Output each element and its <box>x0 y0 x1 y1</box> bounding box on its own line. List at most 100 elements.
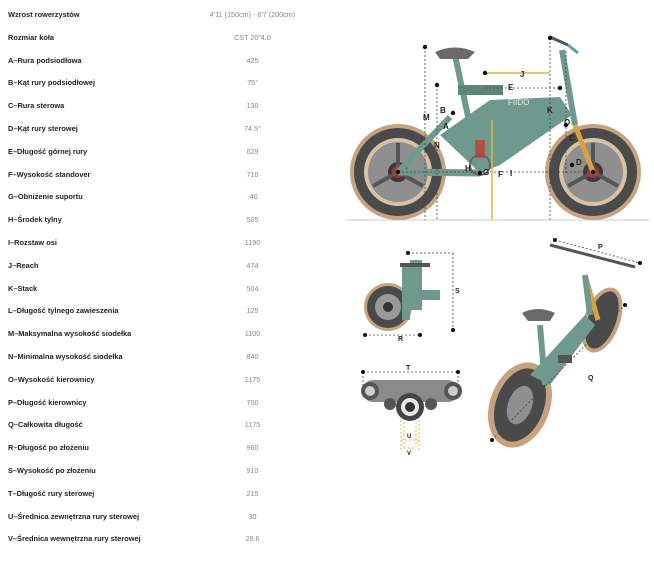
spec-value: 125 <box>246 306 259 316</box>
spec-label: M–Maksymalna wysokość siodełka <box>8 329 132 339</box>
spec-row: Rozmiar koła CST 20"4.0 <box>0 26 340 49</box>
spec-label: P–Długość kierownicy <box>8 397 87 407</box>
spec-value: 130 <box>246 101 259 111</box>
spec-label: B–Kąt rury podsiodłowej <box>8 78 96 88</box>
spec-label: J–Reach <box>8 260 39 270</box>
spec-value: 474 <box>246 260 259 270</box>
dim-label-k: K <box>547 106 553 115</box>
spec-label: H–Środek tylny <box>8 215 62 225</box>
spec-row: K–Stack 504 <box>0 277 340 300</box>
dim-label-o: O <box>564 118 570 127</box>
spec-value: -40 <box>247 192 258 202</box>
bike-frame: FIIDO <box>395 49 596 177</box>
dim-label-r: R <box>398 336 403 343</box>
spec-value: 1190 <box>244 238 261 247</box>
spec-label: C–Rura sterowa <box>8 101 65 111</box>
spec-row: V–Średnica wewnętrzna rury sterowej 28.6 <box>0 527 340 550</box>
spec-value: 4'11 (150cm) - 6'7 (200cm) <box>209 10 296 19</box>
dim-label-c: C <box>569 134 575 143</box>
spec-value: CST 20"4.0 <box>234 32 271 42</box>
spec-label: Wzrost rowerzystów <box>8 10 80 19</box>
dim-label-g: G <box>483 168 489 177</box>
dim-label-h: H <box>465 164 471 173</box>
spec-value: 28.6 <box>245 534 260 544</box>
dim-label-d: D <box>576 158 582 167</box>
spec-row: O–Wysokość kierownicy 1175 <box>0 368 340 391</box>
spec-row: D–Kąt rury sterowej 74.5° <box>0 117 340 140</box>
spec-value: 910 <box>246 466 259 475</box>
spec-row: J–Reach 474 <box>0 254 340 277</box>
spec-value: 504 <box>246 283 259 293</box>
spec-value: 74.5° <box>244 124 261 133</box>
spec-value: 505 <box>246 215 259 225</box>
spec-row: R–Długość po złożeniu 960 <box>0 436 340 459</box>
folded-bike-diagram: R S <box>363 251 460 343</box>
spec-label: V–Średnica wewnętrzna rury sterowej <box>8 534 141 544</box>
spec-label: L–Długość tylnego zawieszenia <box>8 306 119 316</box>
spec-value: 1175 <box>244 420 261 430</box>
dim-label-v: V <box>407 451 411 457</box>
spec-row: F–Wysokość standover 710 <box>0 163 340 186</box>
spec-label: U–Średnica zewnętrzna rury sterowej <box>8 511 140 521</box>
spec-row: L–Długość tylnego zawieszenia 125 <box>0 299 340 322</box>
spec-label: F–Wysokość standover <box>8 169 91 179</box>
measure-points <box>395 35 596 176</box>
spec-row: P–Długość kierownicy 700 <box>0 391 340 414</box>
frame-brand-text: FIIDO <box>508 98 529 107</box>
dim-label-u: U <box>407 434 411 440</box>
spec-row: S–Wysokość po złożeniu 910 <box>0 459 340 482</box>
spec-value: 840 <box>246 352 259 361</box>
spec-row: M–Maksymalna wysokość siodełka 1100 <box>0 322 340 345</box>
dim-label-n: N <box>434 141 440 150</box>
spec-label: N–Minimalna wysokość siodełka <box>8 352 123 361</box>
spec-label: Rozmiar koła <box>8 32 55 42</box>
angled-bike-diagram: P Q <box>488 238 642 448</box>
spec-label: A–Rura podsiodłowa <box>8 55 82 65</box>
spec-row: U–Średnica zewnętrzna rury sterowej 30 <box>0 505 340 528</box>
dim-label-j: J <box>520 70 524 79</box>
spec-label: D–Kąt rury sterowej <box>8 124 78 133</box>
spec-value: 1175 <box>244 374 261 384</box>
spec-label: T–Długość rury sterowej <box>8 488 95 498</box>
main-bike-diagram: FIIDO J E B M A K O C N D H G <box>345 35 650 221</box>
dim-label-e: E <box>508 83 514 92</box>
spec-row: Q–Całkowita długość 1175 <box>0 413 340 436</box>
spec-label: G–Obniżenie suportu <box>8 192 83 202</box>
dim-label-p: P <box>598 244 603 251</box>
spec-row: C–Rura sterowa 130 <box>0 94 340 117</box>
spec-row: B–Kąt rury podsiodłowej 75° <box>0 71 340 94</box>
spec-value: 629 <box>246 146 259 156</box>
dim-label-s: S <box>455 288 460 295</box>
spec-value: 1100 <box>244 329 261 339</box>
spec-value: 960 <box>246 443 259 453</box>
spec-label: R–Długość po złożeniu <box>8 443 89 453</box>
dim-label-m: M <box>423 113 430 122</box>
spec-value: 75° <box>247 78 258 88</box>
spec-row: N–Minimalna wysokość siodełka 840 <box>0 345 340 368</box>
spec-row: G–Obniżenie suportu -40 <box>0 185 340 208</box>
spec-label: S–Wysokość po złożeniu <box>8 466 96 475</box>
headtube-detail-diagram: T U V <box>361 365 462 457</box>
dim-label-b: B <box>440 106 446 115</box>
spec-label: I–Rozstaw osi <box>8 238 57 247</box>
spec-value: 425 <box>246 55 259 65</box>
spec-row: E–Długość górnej rury 629 <box>0 140 340 163</box>
spec-row: H–Środek tylny 505 <box>0 208 340 231</box>
spec-value: 30 <box>248 511 257 521</box>
spec-label: E–Długość górnej rury <box>8 146 88 156</box>
spec-value: 700 <box>246 397 259 407</box>
spec-label: O–Wysokość kierownicy <box>8 374 95 384</box>
dim-label-i: I <box>510 169 512 178</box>
dim-label-f: F <box>498 170 503 179</box>
saddle <box>435 47 475 59</box>
dim-label-a: A <box>443 122 449 131</box>
spec-value: 710 <box>246 169 259 179</box>
dim-label-q: Q <box>588 375 594 382</box>
spec-row: I–Rozstaw osi 1190 <box>0 231 340 254</box>
handlebar <box>549 35 579 55</box>
spec-row: A–Rura podsiodłowa 425 <box>0 49 340 72</box>
spec-label: Q–Całkowita długość <box>8 420 83 430</box>
spec-label: K–Stack <box>8 283 38 293</box>
spec-row: Wzrost rowerzystów 4'11 (150cm) - 6'7 (20… <box>0 3 340 26</box>
